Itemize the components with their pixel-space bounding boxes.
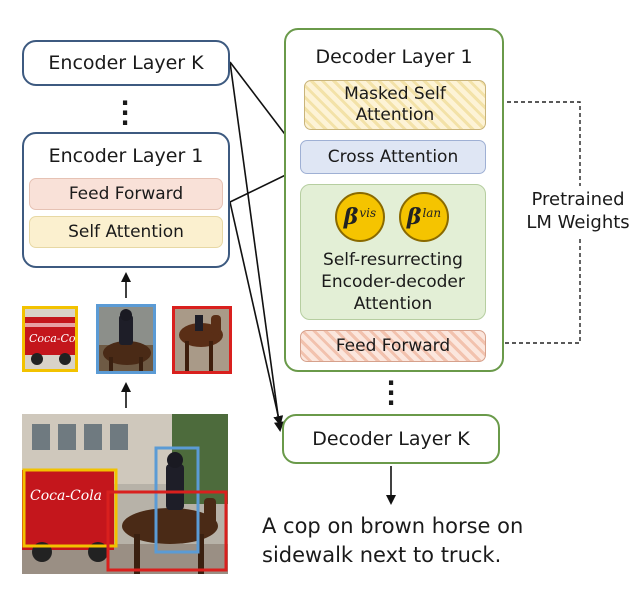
input-image: Coca-Cola	[22, 414, 228, 574]
encoder-feed-forward: Feed Forward	[29, 178, 223, 210]
encoder-layer-k-label: Encoder Layer K	[48, 52, 204, 74]
caption-line2: sidewalk next to truck.	[262, 543, 502, 567]
encoder-ellipsis: ···	[120, 89, 130, 137]
decoder-layer-k: Decoder Layer K	[282, 414, 500, 464]
pretrained-dashed-bracket	[486, 101, 581, 344]
pretrained-line2: LM Weights	[526, 212, 630, 233]
decoder-feed-forward: Feed Forward	[300, 330, 486, 362]
masked-self-attention-line1: Masked Self	[344, 84, 446, 104]
masked-self-attention-line2: Attention	[355, 105, 435, 125]
crop-horse	[172, 306, 232, 374]
input-image-scene: Coca-Cola	[22, 414, 228, 574]
sred-label: Self-resurrecting Encoder-decoder Attent…	[301, 247, 485, 317]
decoder-layer-k-label: Decoder Layer K	[312, 428, 470, 450]
bbox-horse	[106, 490, 228, 572]
crop-truck: Coca-Cola	[22, 306, 78, 372]
cross-attention: Cross Attention	[300, 140, 486, 174]
beta-lan-sup: lan	[422, 206, 442, 220]
decoder-ellipsis: ···	[386, 369, 396, 417]
encoder-self-attention: Self Attention	[29, 216, 223, 248]
sred-line1: Self-resurrecting	[323, 250, 463, 270]
bbox-truck	[22, 468, 118, 548]
generated-caption: A cop on brown horse on sidewalk next to…	[262, 512, 592, 574]
sred-line2: Encoder-decoder	[321, 272, 465, 292]
crop-truck-image: Coca-Cola	[25, 309, 75, 369]
caption-line1: A cop on brown horse on	[262, 514, 524, 538]
bbox-police	[154, 446, 200, 554]
beta-vis-symbol: β	[343, 204, 359, 230]
beta-vis-sup: vis	[359, 206, 377, 220]
decoder-layer-1-title: Decoder Layer 1	[315, 46, 473, 68]
sred-line3: Attention	[353, 294, 433, 314]
pretrained-line1: Pretrained	[531, 189, 625, 210]
encoder-layer-1-title: Encoder Layer 1	[48, 145, 204, 167]
crop-police	[96, 304, 156, 374]
pretrained-lm-weights-label: Pretrained LM Weights	[516, 186, 640, 236]
beta-lan-symbol: β	[406, 204, 422, 230]
input-image-truck-logo: Coca-Cola	[30, 488, 102, 504]
encoder-layer-1: Encoder Layer 1 Feed Forward Self Attent…	[22, 132, 230, 268]
crop-horse-image	[175, 309, 229, 371]
masked-self-attention: Masked Self Attention	[304, 80, 486, 130]
arrow-enck-to-deck	[229, 61, 284, 432]
arrow-enc1-to-deck	[229, 201, 284, 426]
decoder-layer-1: Decoder Layer 1 Masked Self Attention Cr…	[284, 28, 504, 372]
crop-truck-logo: Coca-Cola	[29, 332, 75, 345]
crop-police-image	[99, 307, 153, 371]
encoder-layer-k: Encoder Layer K	[22, 40, 230, 86]
